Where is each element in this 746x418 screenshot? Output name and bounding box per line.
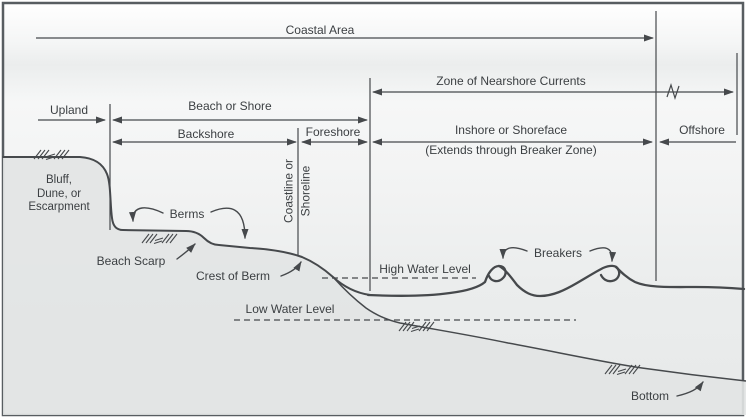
bluff-dune-escarpment-label: Bluff, Dune, or Escarpment xyxy=(28,174,89,215)
foreshore-label: Foreshore xyxy=(305,125,361,139)
wave-1-curl xyxy=(366,264,507,298)
backshore-label: Backshore xyxy=(177,127,235,141)
line-break-icon xyxy=(666,83,680,100)
upland-label: Upland xyxy=(49,103,89,117)
coastline-label-line2: Shoreline xyxy=(298,165,313,217)
inshore-label-line1: Inshore or Shoreface xyxy=(454,123,568,137)
beach-scarp-label: Beach Scarp xyxy=(96,254,166,268)
offshore-water-line xyxy=(614,265,746,291)
bluff-label-line2: Dune, or xyxy=(36,187,82,200)
seabed-line xyxy=(332,276,746,382)
crest-of-berm-leader xyxy=(280,261,302,277)
bottom-label: Bottom xyxy=(630,389,670,403)
low-water-level-label: Low Water Level xyxy=(245,302,335,316)
bluff-label-line1: Bluff, xyxy=(45,174,72,186)
wave-trough-and-2-curl xyxy=(497,264,621,298)
berms-label: Berms xyxy=(169,207,205,221)
berms-right-leader xyxy=(210,207,249,239)
inshore-label-line2: (Extends through Breaker Zone) xyxy=(425,143,597,157)
breakers-right-leader xyxy=(589,247,617,262)
berms-left-leader xyxy=(128,207,164,222)
breakers-label: Breakers xyxy=(533,246,583,260)
water-surface xyxy=(366,264,746,298)
coastline-label-line1: Coastline or xyxy=(281,158,296,224)
breakers-left-leader xyxy=(499,246,528,259)
beach-scarp-leader xyxy=(176,243,196,260)
offshore-label: Offshore xyxy=(679,123,725,137)
zone-nearshore-label: Zone of Nearshore Currents xyxy=(436,74,586,88)
crest-of-berm-label: Crest of Berm xyxy=(195,269,271,283)
bottom-leader xyxy=(676,381,704,397)
terrain-fill xyxy=(3,157,746,415)
coastal-area-label: Coastal Area xyxy=(285,23,355,37)
high-water-level-label: High Water Level xyxy=(379,262,471,276)
bluff-label-line3: Escarpment xyxy=(28,201,90,213)
beach-or-shore-label: Beach or Shore xyxy=(188,99,272,113)
